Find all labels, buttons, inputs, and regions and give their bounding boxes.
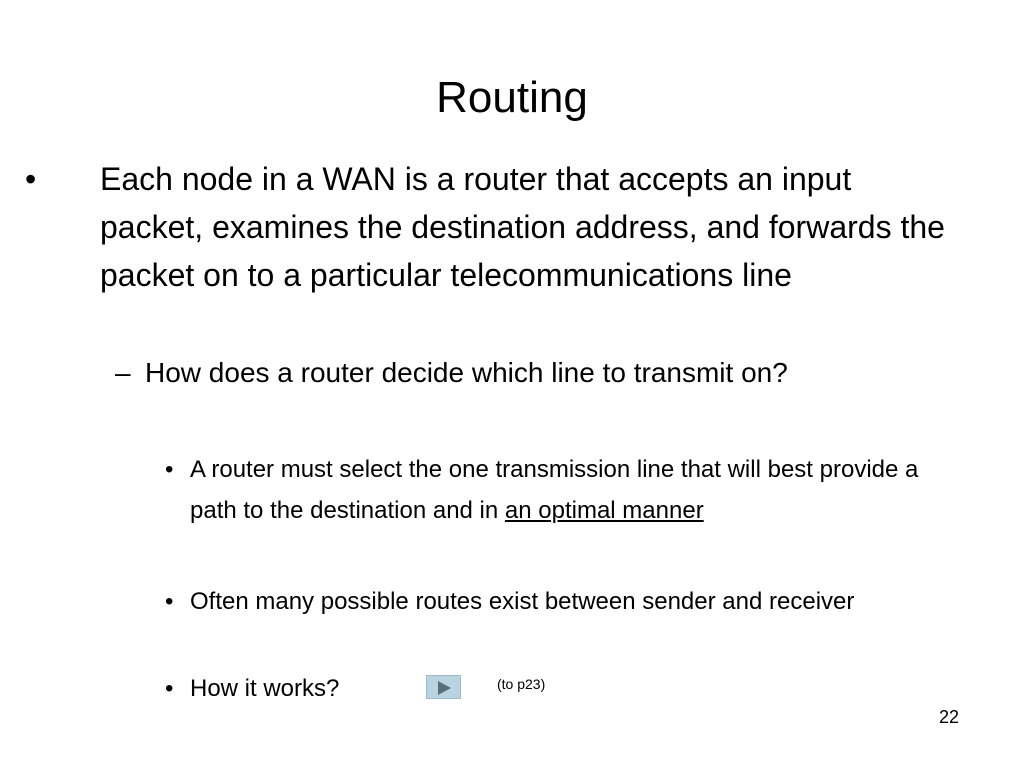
sub-sub-bullet-text: How it works?	[190, 675, 340, 702]
bullet-item: • Each node in a WAN is a router that ac…	[25, 155, 960, 299]
page-number: 22	[939, 707, 960, 727]
bullet-marker: •	[165, 588, 174, 615]
sub-sub-bullet-item: • How it works?	[165, 668, 960, 709]
sub-sub-bullet-text: Often many possible routes exist between…	[190, 588, 855, 615]
next-slide-button[interactable]	[426, 675, 461, 699]
sub-bullet-text: How does a router decide which line to t…	[145, 357, 788, 388]
sub-sub-bullet-item: • Often many possible routes exist betwe…	[165, 581, 960, 622]
slide-title: Routing	[436, 73, 588, 122]
optimal-manner-link[interactable]: an optimal manner	[504, 497, 704, 524]
bullet-marker: •	[165, 675, 174, 702]
play-icon	[438, 681, 451, 695]
bullet-marker: •	[165, 456, 174, 483]
to-page-note: (to p23)	[497, 676, 546, 692]
bullet-text: Each node in a WAN is a router that acce…	[100, 161, 945, 293]
sub-bullet-item: – How does a router decide which line to…	[115, 352, 945, 394]
dash-marker: –	[115, 357, 131, 388]
sub-sub-bullet-item: • A router must select the one transmiss…	[165, 449, 960, 531]
bullet-marker: •	[25, 161, 37, 197]
sub-sub-bullet-text: A router must select the one transmissio…	[190, 456, 919, 524]
